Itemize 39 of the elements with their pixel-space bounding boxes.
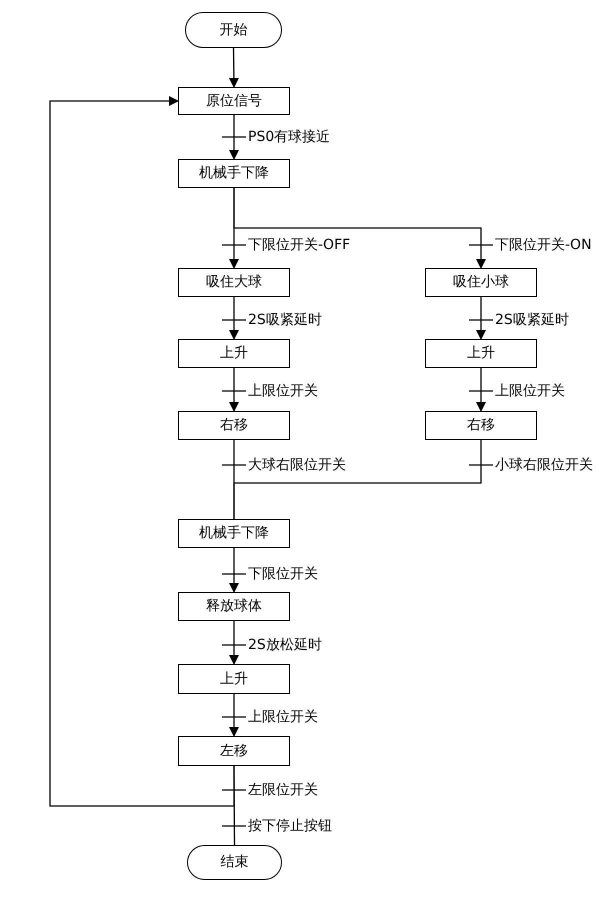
step-box: 右移: [425, 411, 537, 440]
connector-arrow: [476, 297, 486, 340]
edge-label: 大球右限位开关: [248, 456, 346, 474]
step-box: 上升: [425, 339, 537, 368]
connector-arrow: [229, 548, 239, 593]
step-box: 机械手下降: [178, 159, 290, 188]
step-box: 上升: [178, 339, 290, 368]
edge-label: 按下停止按钮: [248, 817, 332, 835]
edge-label: 上限位开关: [248, 382, 318, 400]
connector-arrow: [476, 368, 486, 412]
edge-label: 下限位开关-ON: [495, 236, 592, 254]
terminal-box: 开始: [185, 12, 282, 48]
edge-label: 2S吸紧延时: [248, 311, 322, 329]
connector-arrow: [229, 297, 239, 340]
connector-arrow: [229, 115, 239, 160]
step-box: 右移: [178, 411, 290, 440]
step-box: 机械手下降: [178, 519, 290, 548]
connector-arrow: [228, 48, 239, 88]
step-box: 吸住大球: [178, 268, 290, 297]
step-box: 释放球体: [178, 592, 290, 621]
edge-label: 下限位开关: [248, 565, 318, 583]
edge-label: PS0有球接近: [248, 128, 330, 146]
connector-arrow: [49, 96, 235, 807]
edge-label: 2S放松延时: [248, 636, 322, 654]
step-box: 原位信号: [178, 87, 290, 115]
connector-arrow: [229, 368, 239, 412]
connector-arrow: [229, 621, 239, 665]
step-box: 吸住小球: [425, 268, 537, 297]
edge-label: 下限位开关-OFF: [248, 236, 350, 254]
terminal-box: 结束: [187, 845, 282, 880]
connector-arrow: [229, 694, 239, 737]
edge-label: 左限位开关: [248, 781, 318, 799]
edge-label: 上限位开关: [495, 382, 565, 400]
step-box: 左移: [178, 736, 290, 766]
edge-label: 上限位开关: [248, 708, 318, 726]
edge-label: 小球右限位开关: [495, 456, 593, 474]
connector-arrow: [233, 188, 486, 269]
step-box: 上升: [178, 664, 290, 694]
edge-label: 2S吸紧延时: [495, 311, 569, 329]
